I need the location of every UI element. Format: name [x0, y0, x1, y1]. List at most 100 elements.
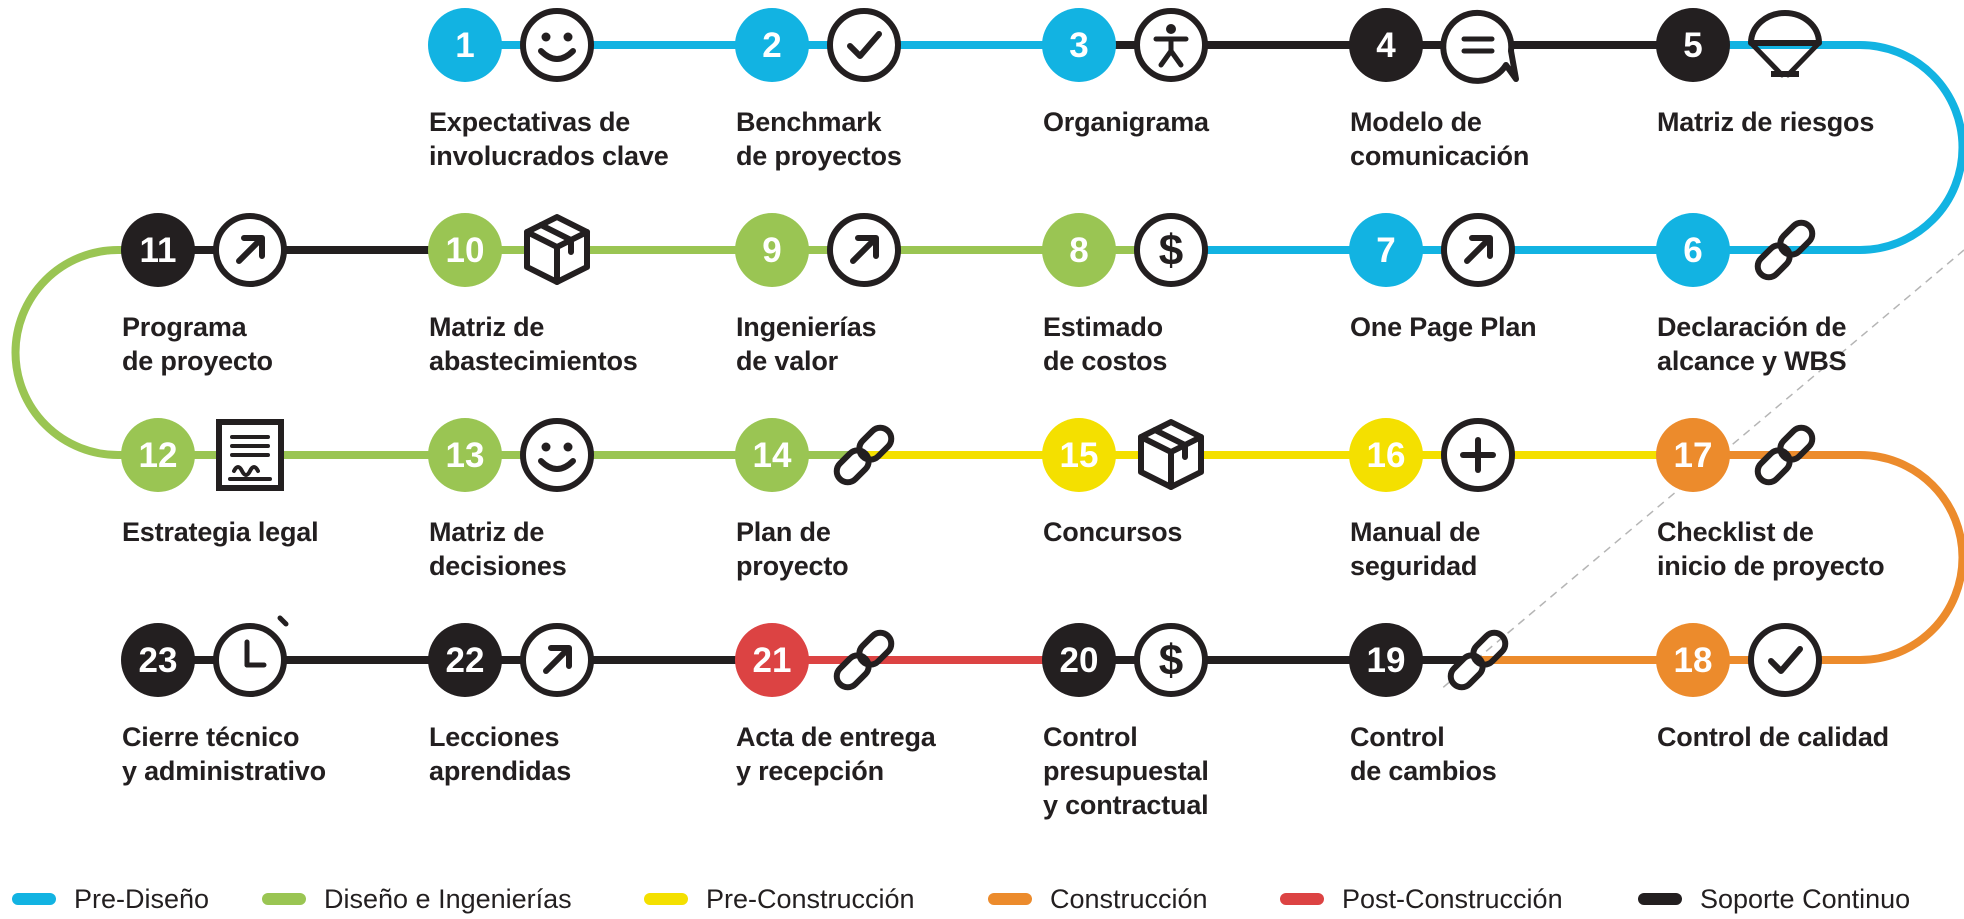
track-curve: [1859, 451, 1964, 664]
step-node-7: 7: [1349, 213, 1515, 287]
step-node-21: 21: [735, 623, 895, 697]
legend-swatch: [1280, 893, 1324, 905]
step-node-4: 4: [1349, 8, 1519, 84]
step-node-16: 16: [1349, 418, 1515, 492]
step-number-circle: [735, 213, 809, 287]
step-node-2: 2: [735, 8, 901, 82]
step-number-circle: [735, 418, 809, 492]
step-label-line: Declaración de: [1657, 312, 1847, 342]
step-label-16: Manual de seguridad: [1350, 515, 1480, 583]
step-label-19: Control de cambios: [1350, 720, 1497, 788]
step-number: 1: [455, 26, 474, 65]
step-label-line: Benchmark: [736, 107, 882, 137]
link-icon: [833, 629, 895, 691]
link-icon: [1754, 219, 1816, 281]
svg-text:$: $: [1159, 636, 1183, 685]
legend-item-pre-construccion: Pre-Construcción: [644, 882, 915, 916]
step-label-line: Ingenierías: [736, 312, 877, 342]
step-label-line: Control: [1350, 722, 1445, 752]
step-node-19: 19: [1349, 623, 1509, 697]
step-label-line: Checklist de: [1657, 517, 1814, 547]
smiley-icon: [520, 418, 594, 492]
step-number-circle: [428, 213, 502, 287]
step-label-line: de proyectos: [736, 141, 902, 171]
legend-label: Post-Construcción: [1342, 883, 1563, 914]
step-label-line: Estrategia legal: [122, 517, 319, 547]
legend-item-construccion: Construcción: [988, 882, 1208, 916]
step-label-line: Expectativas de: [429, 107, 631, 137]
step-number-circle: [1349, 418, 1423, 492]
step-label-line: presupuestal: [1043, 756, 1209, 786]
step-number: 6: [1683, 231, 1702, 270]
step-label-line: de proyecto: [122, 346, 273, 376]
step-label-17: Checklist de inicio de proyecto: [1657, 515, 1885, 583]
step-node-22: 22: [428, 623, 594, 697]
step-number-circle: [1349, 623, 1423, 697]
step-node-14: 14: [735, 418, 895, 492]
legend-label: Soporte Continuo: [1700, 883, 1911, 914]
svg-text:$: $: [1159, 226, 1183, 275]
legend-label: Construcción: [1050, 883, 1208, 914]
step-label-15: Concursos: [1043, 515, 1182, 549]
arrow-icon: [520, 623, 594, 697]
step-node-15: 15: [1042, 418, 1204, 492]
step-label-line: aprendidas: [429, 756, 572, 786]
step-label-line: de cambios: [1350, 756, 1497, 786]
legend-label: Pre-Diseño: [74, 883, 210, 914]
legend-swatch: [644, 893, 688, 905]
box-icon: [524, 214, 590, 285]
step-label-line: Lecciones: [429, 722, 560, 752]
step-label-5: Matriz de riesgos: [1657, 105, 1874, 139]
plus-icon: [1441, 418, 1515, 492]
legend-item-soporte: Soporte Continuo: [1638, 882, 1910, 916]
link-icon: [1447, 629, 1509, 691]
stopwatch-icon: [213, 615, 289, 697]
step-number: 17: [1674, 436, 1713, 475]
step-label-22: Lecciones aprendidas: [429, 720, 571, 788]
check-icon: [827, 8, 901, 82]
step-label-line: seguridad: [1350, 551, 1478, 581]
step-node-3: 3: [1042, 8, 1208, 82]
arrow-icon: [827, 213, 901, 287]
step-label-7: One Page Plan: [1350, 310, 1537, 344]
smiley-icon: [520, 8, 594, 82]
legend-swatch: [262, 893, 306, 905]
step-number-circle: [1042, 418, 1116, 492]
step-node-12: 12: [121, 418, 284, 492]
step-label-18: Control de calidad: [1657, 720, 1889, 754]
track-curve: [11, 246, 119, 459]
step-label-line: Acta de entrega: [736, 722, 936, 752]
legend-swatch: [1638, 893, 1682, 905]
step-node-18: 18: [1656, 623, 1822, 697]
link-icon: [1754, 424, 1816, 486]
step-label-line: Manual de: [1350, 517, 1481, 547]
step-label-line: abastecimientos: [429, 346, 638, 376]
step-number: 23: [139, 641, 178, 680]
step-number-circle: [428, 623, 502, 697]
document-icon: [216, 419, 284, 491]
legend: Pre-Diseño Diseño e Ingenierías Pre-Cons…: [12, 882, 1962, 916]
person-icon: [1134, 8, 1208, 82]
step-label-line: Control: [1043, 722, 1138, 752]
step-number-circle: [428, 418, 502, 492]
step-label-line: One Page Plan: [1350, 312, 1537, 342]
step-node-9: 9: [735, 213, 901, 287]
step-number: 4: [1376, 26, 1396, 65]
step-label-line: inicio de proyecto: [1657, 551, 1885, 581]
step-number: 7: [1376, 231, 1395, 270]
step-number-circle: [121, 623, 195, 697]
step-number: 8: [1069, 231, 1088, 270]
legend-label: Pre-Construcción: [706, 883, 915, 914]
step-number-circle: [1042, 213, 1116, 287]
